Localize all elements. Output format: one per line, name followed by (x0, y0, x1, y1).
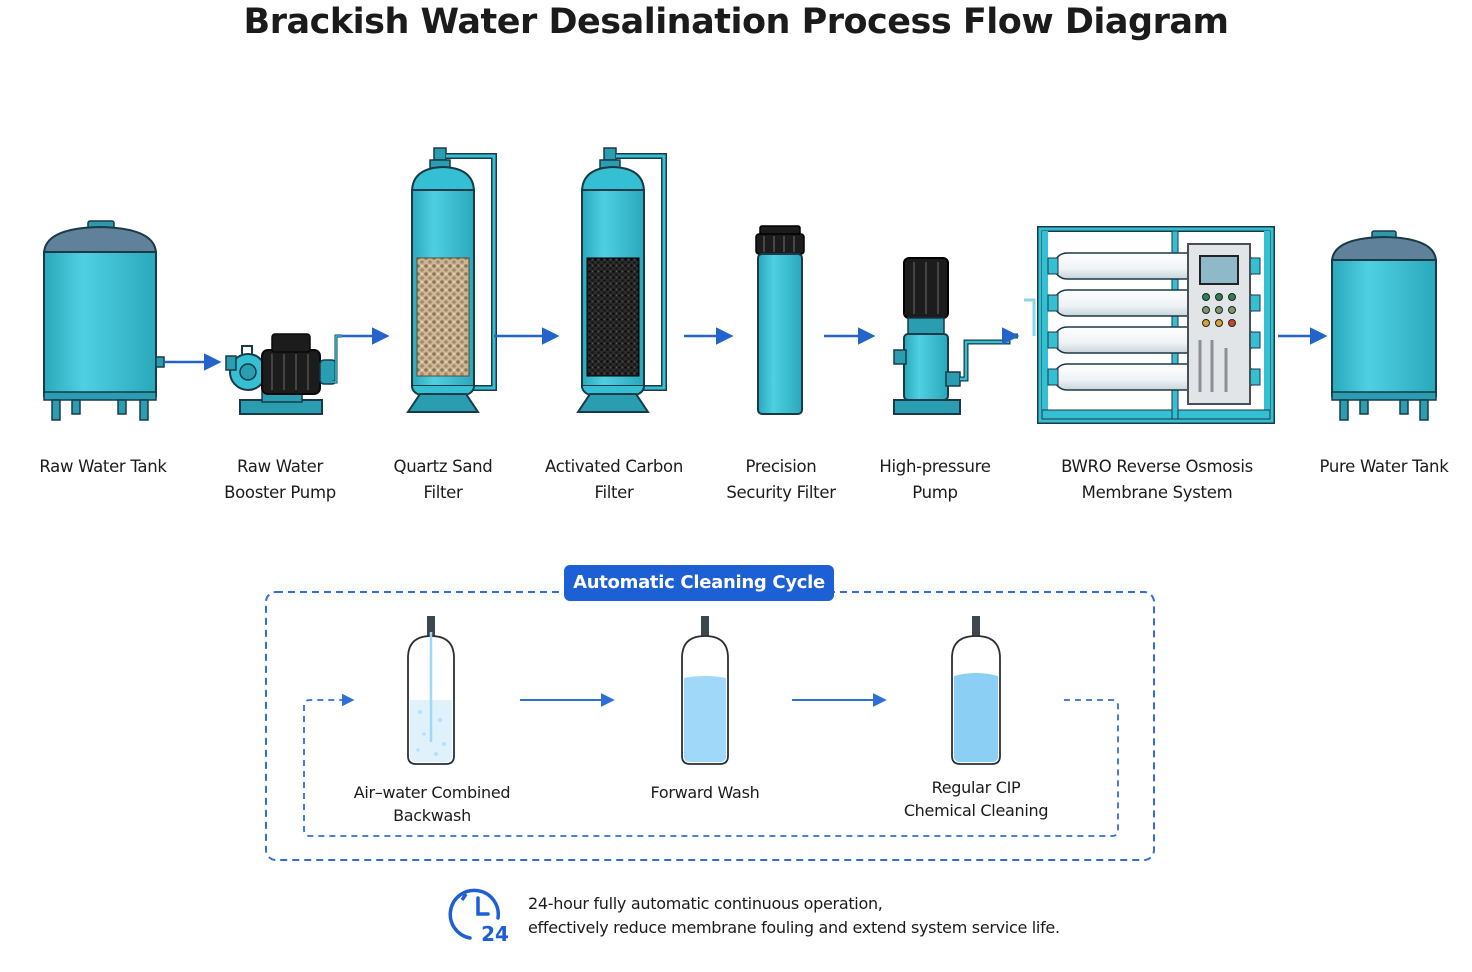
page-title: Brackish Water Desalination Process Flow… (243, 2, 1229, 42)
carbon-filter-icon (576, 147, 667, 413)
booster-pump-icon (225, 333, 342, 415)
ro-skid-icon (1024, 226, 1275, 424)
backwash-vessel-icon (407, 616, 455, 765)
flow-arrows (164, 327, 1328, 371)
raw-water-tank-icon (42, 220, 165, 421)
cycle-step-label-forward-wash: Forward Wash (650, 783, 760, 802)
cartridge-filter-icon (755, 225, 805, 415)
note-line-1: 24-hour fully automatic continuous opera… (528, 894, 883, 913)
note-line-2: effectively reduce membrane fouling and … (528, 918, 1060, 937)
cip-vessel-icon (951, 616, 1001, 765)
clock-24-badge: 24 (481, 922, 509, 946)
pure-water-tank-icon (1330, 230, 1438, 421)
vertical-pump-icon (893, 257, 1018, 415)
operation-note: 24-hour fully automatic continuous opera… (528, 892, 1060, 940)
sand-filter-icon (406, 147, 497, 413)
clock-24-icon: 24 (448, 888, 509, 946)
step-label-raw-water-tank: Raw Water Tank (39, 457, 167, 476)
step-label-pure-water-tank: Pure Water Tank (1319, 457, 1449, 476)
cleaning-cycle-title: Automatic Cleaning Cycle (564, 565, 834, 601)
forward-wash-vessel-icon (681, 616, 729, 765)
